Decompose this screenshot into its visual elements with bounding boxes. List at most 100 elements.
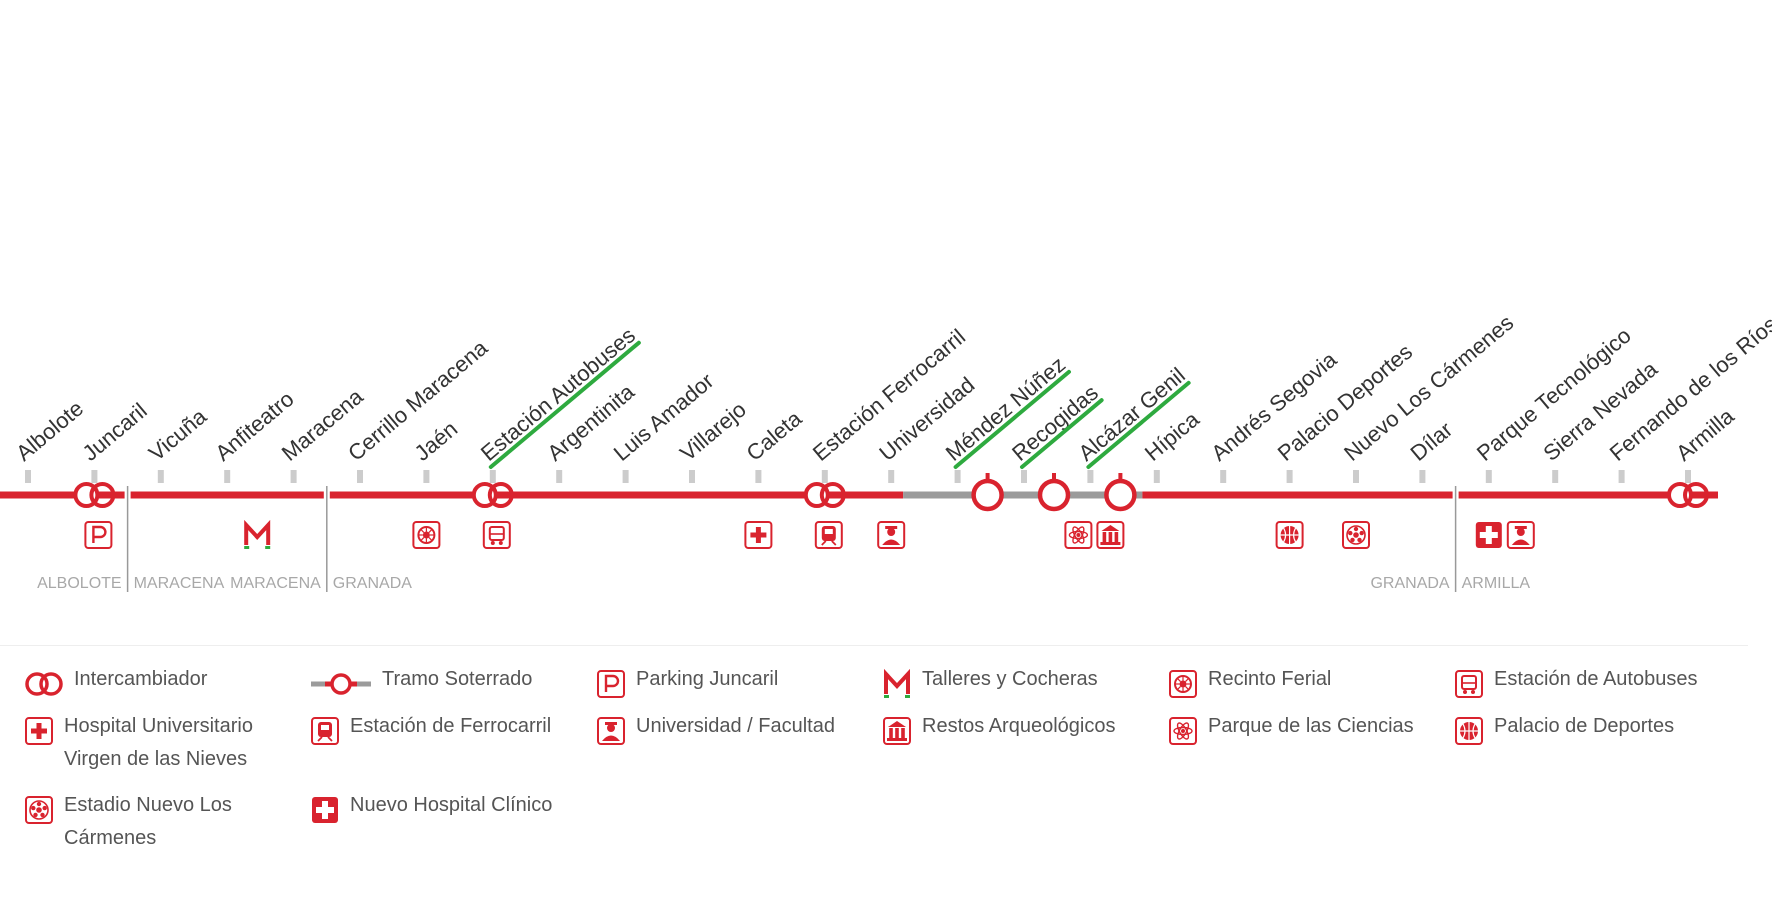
highlight-underline [1020,398,1104,469]
legend-label: Hospital Universitario Virgen de las Nie… [64,715,253,770]
legend-label: Estadio Nuevo Los Cármenes [64,794,232,849]
station-label-caleta[interactable]: Caleta [742,405,807,466]
hospital-icon [744,521,773,549]
station-tick [954,470,961,483]
legend-label: Parque de las Ciencias [1208,715,1414,737]
station-label-vicuna[interactable]: Vicuña [144,403,212,466]
station-marker-recogidas[interactable] [1037,473,1071,512]
parking-icon [596,669,626,698]
sports-palace-icon [1454,716,1484,745]
zone-label: ARMILLA [1462,575,1531,592]
legend-label: Palacio de Deportes [1494,715,1675,737]
legend-item-underground-section: Tramo Soterrado [310,668,580,696]
station-tick [1419,470,1426,483]
station-icons [84,519,1535,549]
legend-item-clinical-hospital: Nuevo Hospital Clínico [310,794,580,823]
station-ticks [25,470,1691,483]
legend-label: Parking Juncaril [636,668,779,690]
legend-item-ruins: Restos Arqueológicos [882,715,1152,745]
fairground-icon [412,521,441,549]
station-marker-estacion-ferrocarril[interactable] [803,482,846,508]
station-tick [224,470,231,483]
station-tick [622,470,629,483]
zone-label: MARACENA [134,575,225,592]
station-markers [73,473,1709,512]
legend-label: Universidad / Facultad [636,715,835,737]
stadium-icon [24,795,54,824]
station-marker-estacion-autobuses[interactable] [471,482,514,508]
station-tick [888,470,895,483]
station-marker-mendez-nunez[interactable] [971,473,1004,512]
legend-item-interchange: Intercambiador [24,668,294,696]
stadium-icon [1342,521,1370,549]
legend-label: Recinto Ferial [1208,668,1332,690]
university-icon [596,716,626,745]
station-label-mendez-nunez[interactable]: Méndez Núñez [941,352,1070,466]
legend-item-parking: Parking Juncaril [596,668,866,698]
legend-item-university: Universidad / Facultad [596,715,866,745]
depot-icon [882,669,912,698]
legend-label: Intercambiador [74,668,208,690]
legend-label: Restos Arqueológicos [922,715,1116,737]
station-label-dilar[interactable]: Dílar [1406,417,1458,466]
ruins-icon [882,716,912,745]
station-tick [1087,470,1094,483]
station-marker-alcazar-genil[interactable] [1104,473,1137,512]
train-station-icon [310,716,340,745]
legend-item-science-park: Parque de las Ciencias [1168,715,1438,745]
legend-item-fairground: Recinto Ferial [1168,668,1438,698]
station-marker-juncaril[interactable] [73,482,116,508]
station-tick [1220,470,1227,483]
clinical-hospital-icon [310,795,340,823]
legend-item-bus-station: Estación de Autobuses [1454,668,1724,698]
station-tick [357,470,363,483]
station-label-sierra-nevada[interactable]: Sierra Nevada [1538,356,1662,466]
station-label-albolote[interactable]: Albolote [11,396,88,466]
zone-label: GRANADA [333,575,412,592]
bus-station-icon [482,521,511,549]
highlight-underline [953,369,1071,469]
station-tick [755,470,762,483]
clinical-hospital-icon [1475,522,1502,548]
station-tick [821,470,828,483]
station-tick [1485,470,1492,483]
legend-label: Tramo Soterrado [382,668,533,690]
legend-item-depot: Talleres y Cocheras [882,668,1152,698]
legend-label: Nuevo Hospital Clínico [350,794,553,816]
university-icon [1506,521,1535,549]
station-tick [423,470,430,483]
station-tick [1552,470,1559,483]
legend-label: Estación de Autobuses [1494,668,1698,690]
station-tick [1618,470,1625,483]
station-tick [489,470,496,483]
highlight-underline [1086,380,1191,469]
station-tick [1286,470,1293,483]
station-tick [1021,470,1027,483]
station-tick [290,470,297,483]
sports-palace-icon [1275,521,1304,549]
ruins-icon [1096,521,1125,549]
zone-label: ALBOLOTE [37,575,121,592]
highlight-underline [488,340,641,469]
station-label-juncaril[interactable]: Juncaril [78,398,152,466]
station-label-jaen[interactable]: Jaén [410,416,463,466]
zone-label: MARACENA [230,575,321,592]
station-tick [91,470,98,483]
legend-item-sports-palace: Palacio de Deportes [1454,715,1724,745]
legend-item-stadium: Estadio Nuevo Los Cármenes [24,794,294,855]
university-icon [877,521,906,549]
fairground-icon [1168,669,1198,698]
station-tick [157,470,164,483]
line-track [0,486,1718,592]
legend-item-train-station: Estación de Ferrocarril [310,715,580,745]
science-park-icon [1064,521,1093,549]
zone-labels: ALBOLOTE MARACENA MARACENA GRANADA GRANADA AR… [37,575,1530,592]
train-station-icon [814,521,843,549]
parking-icon [84,521,113,549]
zone-label: GRANADA [1370,575,1449,592]
station-marker-armilla[interactable] [1667,482,1709,508]
hospital-icon [24,716,54,745]
science-park-icon [1168,716,1198,745]
